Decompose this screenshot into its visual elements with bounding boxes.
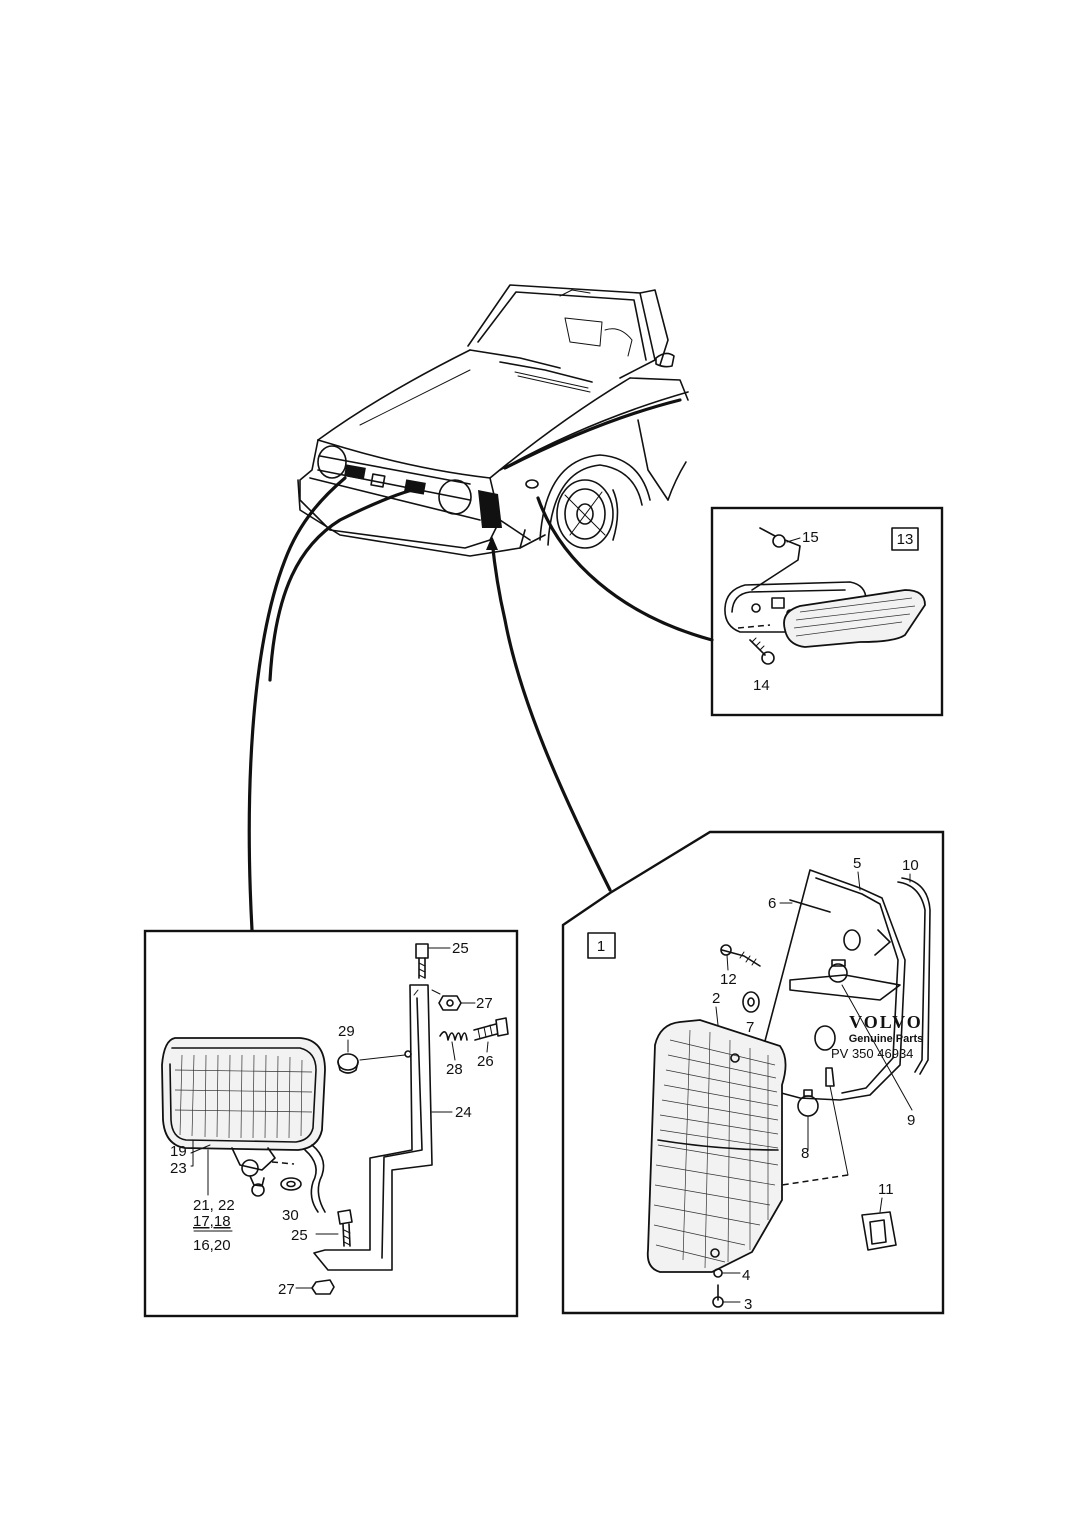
callout-25-top: 25 — [452, 940, 469, 957]
callout-8: 8 — [801, 1145, 809, 1162]
car-illustration — [297, 284, 689, 557]
callout-27-lower: 27 — [278, 1281, 295, 1298]
callout-12: 12 — [720, 971, 737, 988]
callout-2: 2 — [712, 990, 720, 1007]
callout-24: 24 — [455, 1104, 472, 1121]
callout-3: 3 — [744, 1296, 752, 1313]
badge-1-label: 1 — [597, 938, 605, 955]
callout-14: 14 — [753, 677, 770, 694]
brand-logo-text: VOLVO — [849, 1012, 923, 1032]
callout-23: 23 — [170, 1160, 187, 1177]
inset-fog-lamp: 25 27 29 28 26 24 19 23 21, 22 17,18 16,… — [143, 929, 519, 1318]
inset-side-marker: 13 14 15 — [710, 506, 944, 717]
inset-badge-13 — [891, 527, 919, 551]
callout-6: 6 — [768, 895, 776, 912]
callout-17-18: 17,18 — [193, 1213, 231, 1230]
callout-5: 5 — [853, 855, 861, 872]
callout-16-20: 16,20 — [193, 1237, 231, 1254]
callout-19: 19 — [170, 1143, 187, 1160]
callout-7: 7 — [746, 1019, 754, 1036]
callout-15: 15 — [802, 529, 819, 546]
part-code: PV 350 46934 — [831, 1046, 914, 1061]
callout-4: 4 — [742, 1267, 750, 1284]
callout-10: 10 — [902, 857, 919, 874]
brand-subtitle: Genuine Parts — [848, 1033, 924, 1045]
inset-corner-lamp: 1 — [561, 830, 945, 1315]
brand-block: VOLVO Genuine Parts — [836, 1012, 936, 1046]
inset-badge-1 — [587, 932, 616, 959]
callout-28: 28 — [446, 1061, 463, 1078]
callout-29: 29 — [338, 1023, 355, 1040]
callout-11: 11 — [878, 1181, 894, 1198]
callout-25-lower: 25 — [291, 1227, 308, 1244]
callout-27-top: 27 — [476, 995, 493, 1012]
callout-9: 9 — [907, 1112, 915, 1129]
badge-13-label: 13 — [897, 531, 914, 548]
callout-26: 26 — [477, 1053, 494, 1070]
callout-21-22: 21, 22 — [193, 1197, 235, 1214]
leader-lines — [247, 476, 714, 932]
callout-30: 30 — [282, 1207, 299, 1224]
